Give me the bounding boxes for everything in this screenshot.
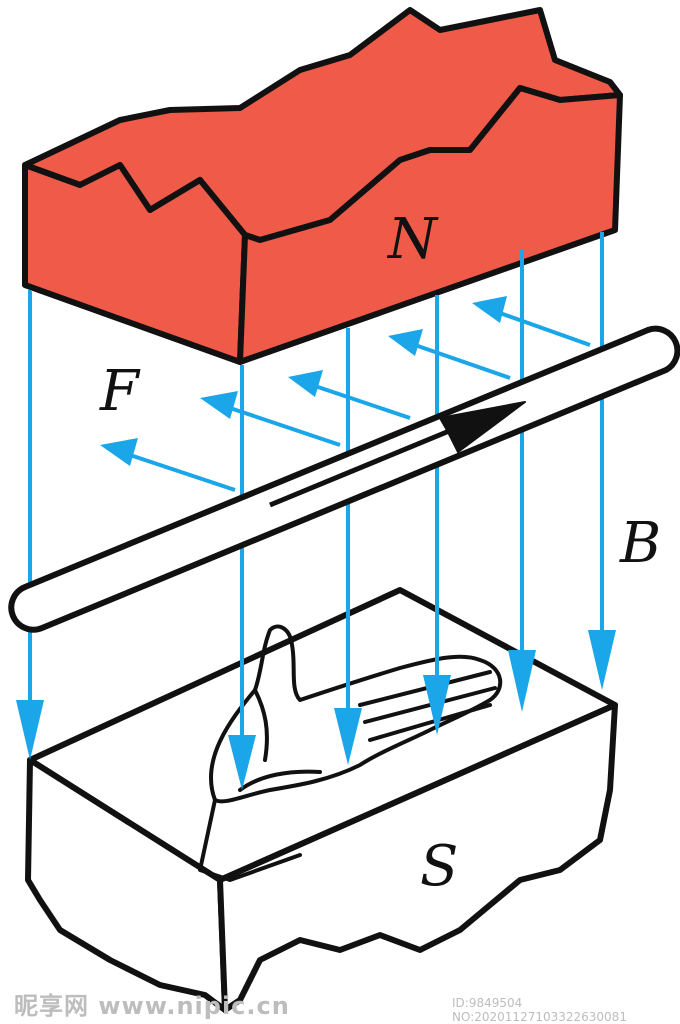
hand-finger-line-1 bbox=[358, 670, 492, 707]
south-magnet-side-face bbox=[217, 702, 618, 1013]
force-arrowhead-1 bbox=[100, 438, 138, 466]
label-field: B bbox=[619, 511, 661, 576]
field-arrowhead-5 bbox=[508, 650, 536, 712]
hand-crease bbox=[238, 769, 322, 792]
force-arrowhead-4 bbox=[388, 329, 423, 356]
north-magnet-front-face bbox=[22, 162, 248, 365]
north-magnet bbox=[22, 7, 623, 365]
magnetic-field-lines bbox=[16, 232, 616, 790]
field-arrowhead-6 bbox=[588, 630, 616, 690]
label-north-pole: N bbox=[386, 207, 439, 272]
force-line-4 bbox=[414, 343, 511, 380]
force-arrowhead-3 bbox=[288, 370, 323, 397]
label-force: F bbox=[99, 359, 141, 424]
field-arrowhead-2 bbox=[228, 735, 256, 790]
force-line-1 bbox=[129, 453, 236, 492]
force-line-3 bbox=[314, 384, 411, 420]
current-direction-arrow bbox=[439, 401, 526, 453]
force-arrowhead-2 bbox=[200, 391, 238, 419]
field-arrowhead-3 bbox=[334, 708, 362, 765]
force-line-2 bbox=[229, 406, 341, 447]
label-south-pole: S bbox=[420, 834, 458, 899]
watermark-brand: 昵享网 www.nipic.cn bbox=[14, 992, 290, 1020]
watermark-id: ID:9849504 NO:20201127103322630081 bbox=[452, 996, 627, 1024]
conductor-rod bbox=[8, 325, 680, 633]
force-arrowhead-5 bbox=[472, 296, 507, 323]
hand-thumb-line bbox=[253, 688, 269, 762]
hand-wrist bbox=[198, 798, 302, 882]
force-line-5 bbox=[499, 311, 591, 347]
south-magnet bbox=[25, 587, 618, 1013]
field-arrowhead-4 bbox=[423, 675, 451, 735]
field-arrowhead-1 bbox=[16, 700, 44, 760]
force-arrows bbox=[100, 296, 591, 492]
north-magnet-side-face bbox=[237, 85, 623, 365]
hand-finger-line-3 bbox=[368, 703, 492, 742]
